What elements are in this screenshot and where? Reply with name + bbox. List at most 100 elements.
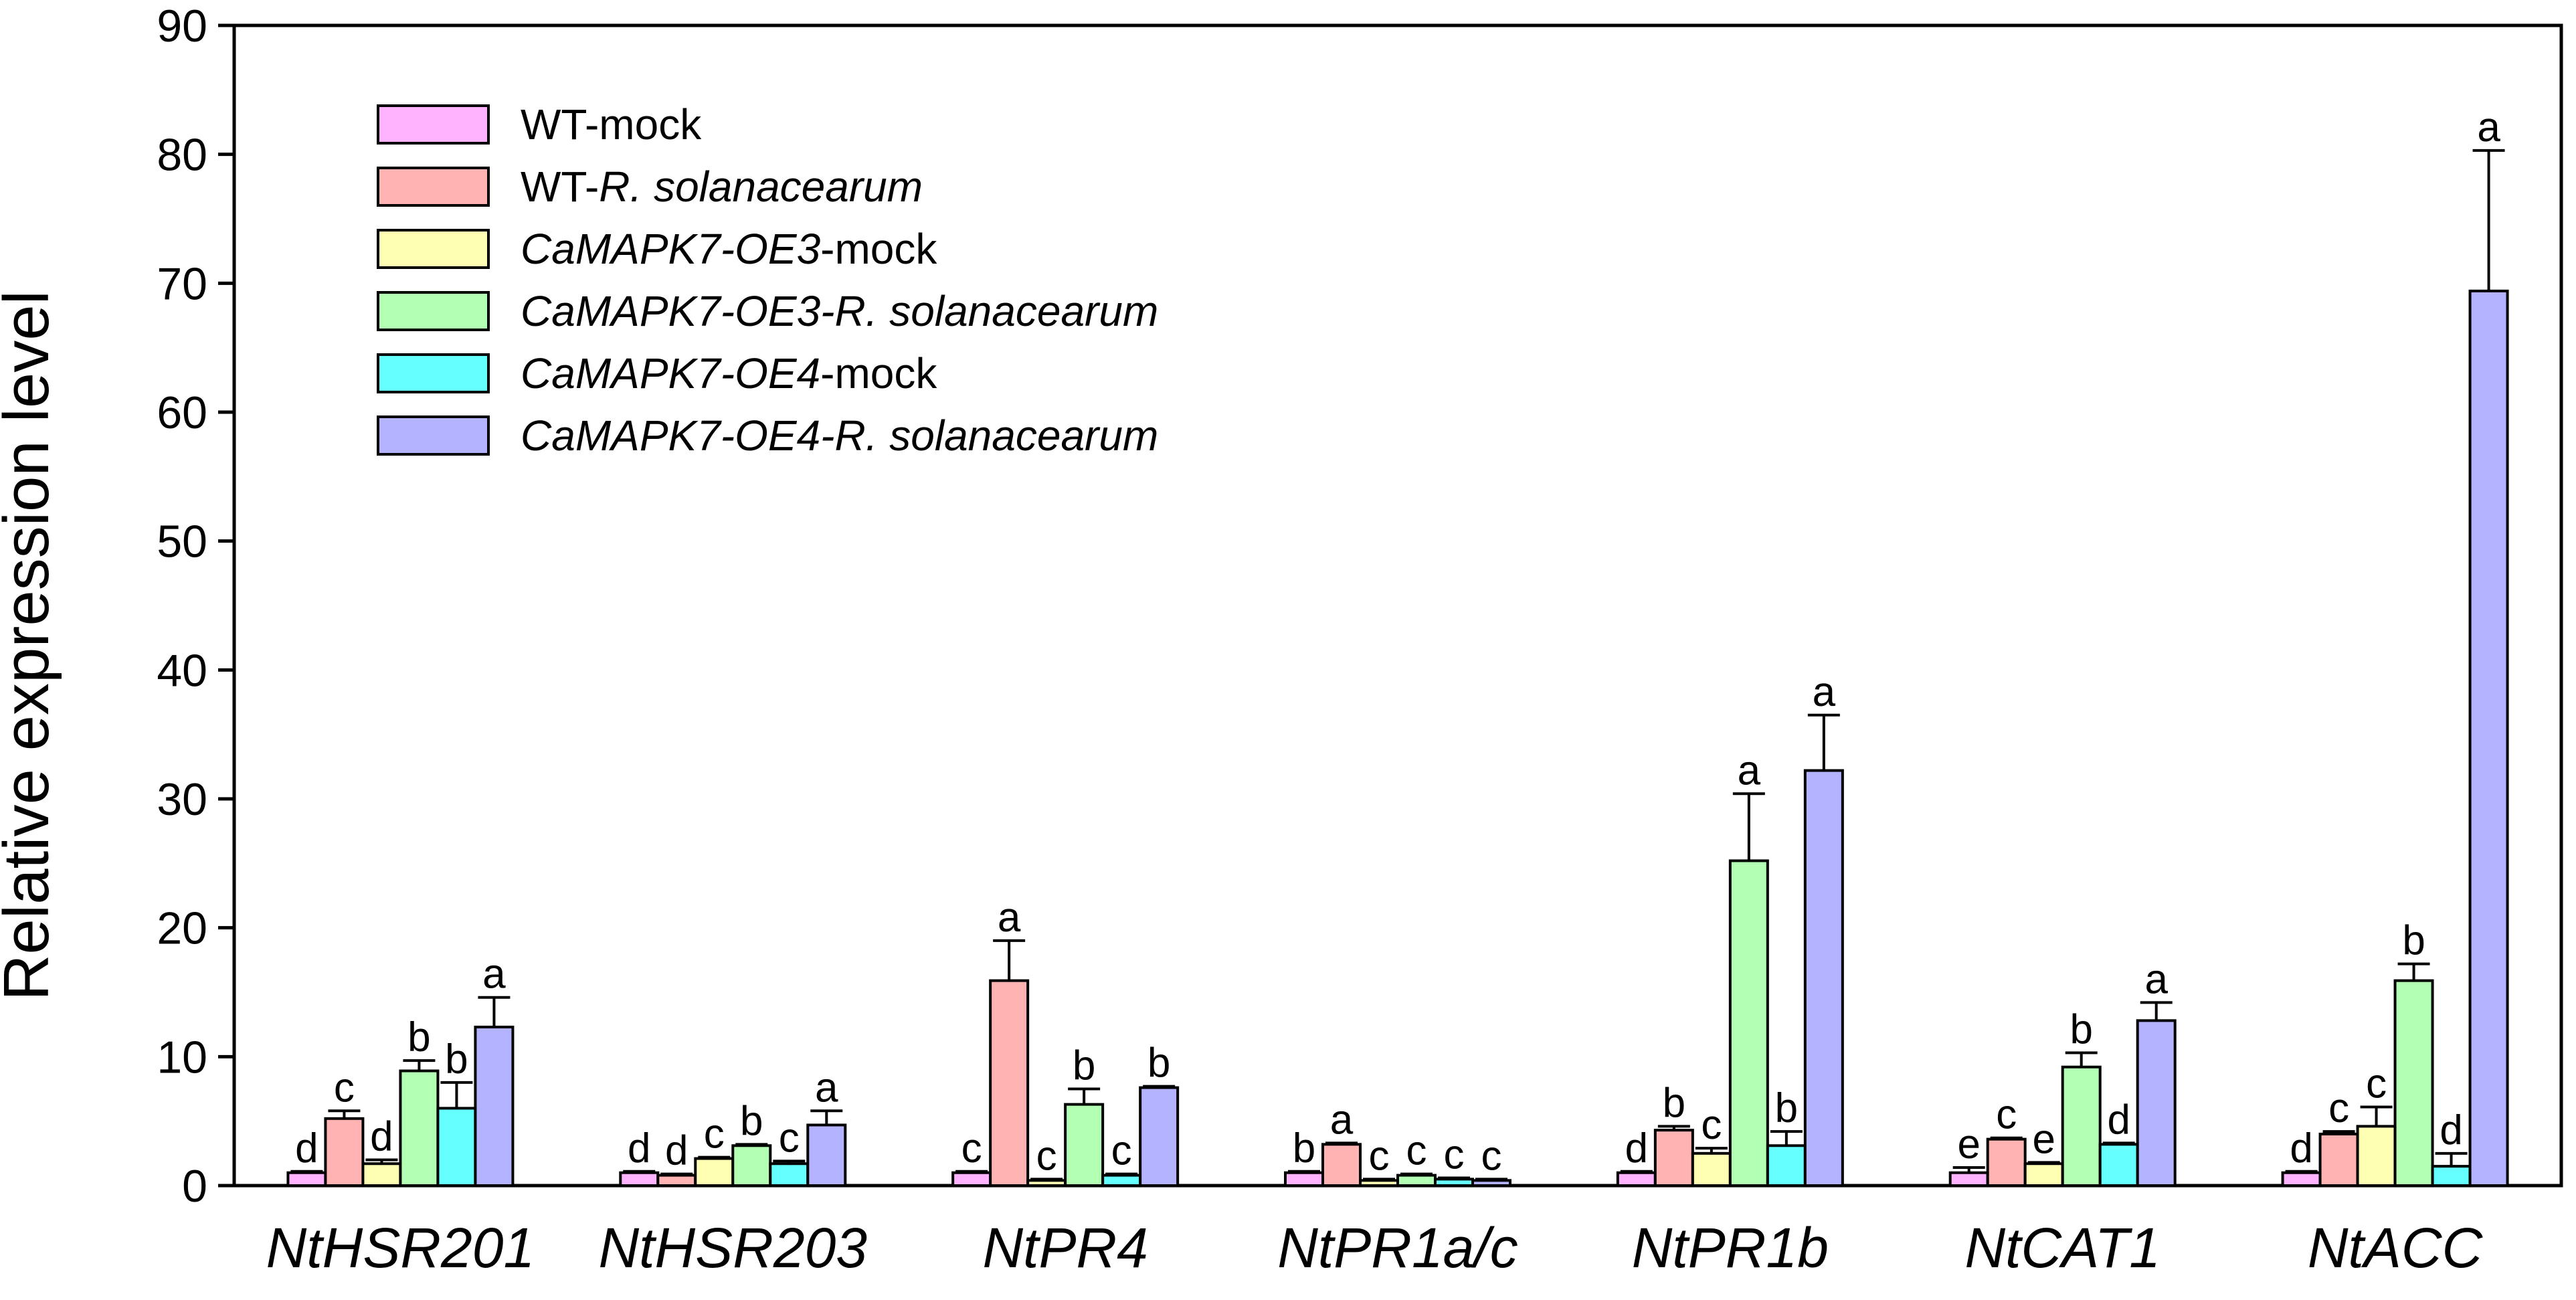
legend-label: CaMAPK7-OE3-mock (521, 225, 937, 273)
bar (399, 1069, 440, 1187)
significance-letter: a (998, 895, 1021, 941)
significance-letter: e (2032, 1116, 2055, 1162)
bar (1064, 1103, 1105, 1187)
legend-label: CaMAPK7-OE4-R. solanacearum (521, 411, 1158, 460)
significance-letter: b (445, 1036, 468, 1083)
category-label: NtACC (2308, 1216, 2484, 1279)
y-axis-label: Relative expression level (0, 290, 62, 1001)
legend-label-part: CaMAPK7-OE4 (521, 349, 820, 397)
bar (2393, 979, 2434, 1188)
bar (1616, 1171, 1657, 1187)
legend-label-part: WT-mock (521, 100, 702, 149)
significance-letter: d (2440, 1107, 2462, 1153)
legend-label: WT-R. solanacearum (521, 163, 923, 211)
significance-letter: c (334, 1064, 355, 1111)
significance-letter: d (295, 1125, 318, 1172)
bar (989, 979, 1030, 1188)
category-label: NtPR1a/c (1277, 1216, 1517, 1279)
bar (2431, 1165, 2472, 1187)
legend-label-part: CaMAPK7-OE3 (521, 225, 821, 273)
significance-letter: d (628, 1125, 650, 1172)
legend-label-part: R. solanacearum (599, 163, 923, 211)
legend-swatch (377, 353, 490, 393)
bar (1691, 1151, 1732, 1188)
bar (1948, 1171, 1989, 1187)
significance-letter: c (2328, 1085, 2349, 1131)
significance-letter: d (665, 1128, 688, 1174)
significance-letter: b (1073, 1043, 1095, 1089)
significance-letter: c (1036, 1133, 1057, 1179)
legend-swatch (377, 167, 490, 207)
legend-label: WT-mock (521, 100, 702, 149)
significance-letter: b (2402, 918, 2425, 964)
category-label: NtHSR201 (266, 1216, 535, 1279)
bar (951, 1171, 992, 1187)
significance-letter: c (704, 1111, 725, 1157)
legend-label-part: CaMAPK7-OE3-R. solanacearum (521, 287, 1158, 335)
bar (361, 1162, 402, 1188)
legend-label-part: -mock (820, 225, 937, 273)
y-tick-label: 70 (157, 258, 207, 309)
bar (286, 1171, 327, 1187)
significance-letter: c (1996, 1092, 2017, 1138)
significance-letter: a (815, 1064, 838, 1111)
bar (474, 1026, 515, 1188)
significance-letter: c (1481, 1133, 1502, 1179)
bar (1986, 1137, 2027, 1188)
legend-swatch (377, 229, 490, 269)
significance-letter: c (779, 1115, 800, 1161)
significance-letter: b (2069, 1007, 2092, 1053)
significance-letter: c (1444, 1131, 1465, 1178)
bar (769, 1162, 810, 1188)
bar (1139, 1086, 1180, 1188)
y-tick-label: 20 (157, 903, 207, 954)
bar (2061, 1065, 2102, 1188)
significance-letter: c (1369, 1133, 1390, 1179)
significance-letter: d (1625, 1125, 1648, 1172)
bar (2468, 289, 2509, 1188)
legend-label-part: WT- (521, 163, 599, 211)
bar (1766, 1144, 1807, 1187)
y-tick-label: 0 (182, 1161, 207, 1212)
bar (2136, 1019, 2177, 1188)
y-tick-label: 90 (157, 1, 207, 52)
bar (1101, 1174, 1142, 1188)
y-tick-label: 30 (157, 774, 207, 825)
bar (656, 1174, 697, 1188)
legend-swatch (377, 415, 490, 456)
significance-letter: d (370, 1113, 393, 1159)
legend-label: CaMAPK7-OE3-R. solanacearum (521, 287, 1158, 335)
bar (324, 1117, 365, 1188)
bar (436, 1107, 477, 1188)
significance-letter: b (1147, 1040, 1170, 1087)
legend-swatch (377, 291, 490, 331)
y-tick-label: 80 (157, 130, 207, 181)
category-label: NtPR4 (982, 1216, 1147, 1279)
significance-letter: c (2366, 1060, 2387, 1107)
significance-letter: c (1406, 1128, 1427, 1174)
bar (1803, 769, 1844, 1187)
significance-letter: b (407, 1014, 430, 1060)
significance-letter: c (1701, 1102, 1722, 1148)
significance-letter: a (1738, 747, 1761, 794)
bar (1653, 1129, 1694, 1187)
bar (1359, 1179, 1399, 1188)
significance-letter: d (2107, 1097, 2130, 1143)
bar (731, 1144, 772, 1187)
y-tick-label: 10 (157, 1032, 207, 1083)
significance-letter: c (1111, 1128, 1132, 1174)
significance-letter: a (482, 951, 506, 998)
legend-label: CaMAPK7-OE4-mock (521, 349, 937, 397)
y-tick-label: 50 (157, 517, 207, 567)
bar (619, 1171, 660, 1187)
significance-letter: b (1293, 1125, 1315, 1172)
bar (1471, 1179, 1511, 1188)
y-tick-label: 60 (157, 387, 207, 438)
significance-letter: e (1957, 1121, 1980, 1168)
significance-letter: d (2290, 1125, 2312, 1172)
significance-letter: b (1775, 1085, 1798, 1131)
significance-letter: a (1813, 669, 1836, 715)
